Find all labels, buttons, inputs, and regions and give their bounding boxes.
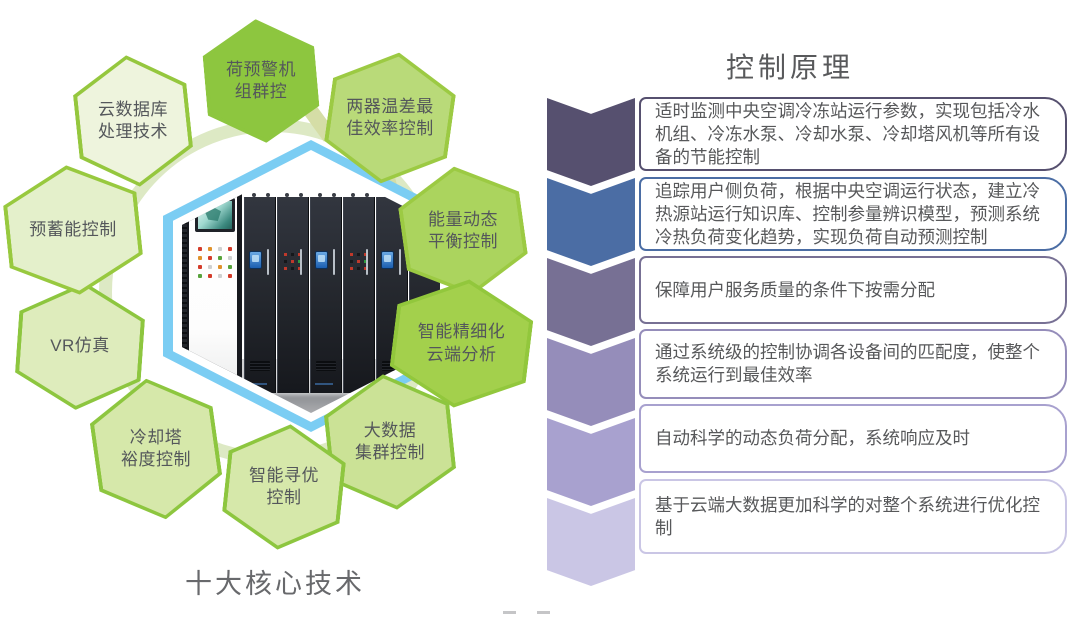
chevron-arrow-6 <box>547 498 635 586</box>
control-cabinet <box>343 193 375 393</box>
chevron-arrow-4 <box>547 338 635 426</box>
label-line: 控制 <box>266 488 302 507</box>
step-text: 基于云端大数据更加科学的对整个系统进行优化控制 <box>655 494 1040 538</box>
label-line: 冷却塔 <box>129 427 183 447</box>
label-line: 预蓄能控制 <box>29 219 117 239</box>
label-line: 两器温差最 <box>346 96 434 116</box>
control-cabinet <box>244 193 276 393</box>
hexagon-temp-diff-efficiency-control: 两器温差最 佳效率控制 <box>328 52 452 184</box>
principle-step-3: 保障用户服务质量的条件下按需分配 <box>639 256 1067 324</box>
cabinet-screen <box>381 251 394 269</box>
label-line: VR仿真 <box>50 335 110 355</box>
control-cabinet <box>310 193 342 393</box>
label-line: 组群控 <box>234 82 288 101</box>
cabinet-vent <box>316 361 336 371</box>
step-text: 自动科学的动态负荷分配，系统响应及时 <box>655 428 970 448</box>
hexagon-label: VR仿真 <box>17 282 143 410</box>
principle-step-5: 自动科学的动态负荷分配，系统响应及时 <box>639 404 1067 473</box>
hexagon-label: 智能寻优 控制 <box>225 424 343 550</box>
step-text: 追踪用户侧负荷，根据中央空调运行状态，建立冷热源站运行知识库、控制参量辨识模型，… <box>655 180 1040 247</box>
hexagon-pre-storage-energy-control: 预蓄能控制 <box>6 165 140 295</box>
label-line: 裕度控制 <box>121 450 191 469</box>
principle-step-2: 追踪用户侧负荷，根据中央空调运行状态，建立冷热源站运行知识库、控制参量辨识模型，… <box>639 177 1067 251</box>
hexagon-energy-dynamic-balance-control: 能量动态 平衡控制 <box>402 166 524 296</box>
label-line: 云端分析 <box>426 344 497 364</box>
hexagon-label: 能量动态 平衡控制 <box>402 166 524 296</box>
indicator-lights <box>350 253 353 256</box>
principle-step-4: 通过系统级的控制协调各设备间的匹配度，使整个系统运行到最佳效率 <box>639 329 1067 399</box>
cabinet-label <box>249 383 267 385</box>
chevron-arrow-1 <box>547 98 635 186</box>
cabinet-buttons <box>198 247 202 251</box>
hexagon-vr-simulation: VR仿真 <box>17 282 143 410</box>
cabinet-handle <box>300 249 302 275</box>
control-principle-title: 控制原理 <box>725 52 854 83</box>
hexagon-label: 荷预警机 组群控 <box>205 19 317 143</box>
label-line: 大数据 <box>363 420 417 440</box>
label-line: 平衡控制 <box>428 232 498 251</box>
hexagon-cloud-database-processing: 云数据库 处理技术 <box>76 55 190 187</box>
hexagon-big-data-cluster-control: 大数据 集群控制 <box>327 374 453 510</box>
hexagon-intelligent-optimization-control: 智能寻优 控制 <box>225 424 343 550</box>
step-text: 保障用户服务质量的条件下按需分配 <box>655 279 935 300</box>
label-line: 智能精细化 <box>417 322 506 342</box>
chevron-arrow-3 <box>547 258 635 346</box>
label-line: 集群控制 <box>355 443 425 462</box>
control-cabinet <box>277 193 309 393</box>
principle-step-1: 适时监测中央空调冷冻站运行参数，实现包括冷水机组、冷冻水泵、冷却水泵、冷却塔风机… <box>639 97 1067 171</box>
cabinet-label <box>315 383 333 385</box>
hexagon-label: 智能精细化 云端分析 <box>393 279 530 408</box>
hexagon-label: 大数据 集群控制 <box>327 374 453 510</box>
principle-step-6: 基于云端大数据更加科学的对整个系统进行优化控制 <box>639 479 1067 554</box>
left-diagram-title: 十大核心技术 <box>185 569 365 599</box>
chevron-arrow-5 <box>547 418 635 506</box>
hexagon-label: 预蓄能控制 <box>6 165 140 295</box>
hexagon-label: 两器温差最 佳效率控制 <box>328 52 452 184</box>
hexagon-load-warning-cluster-control: 荷预警机 组群控 <box>205 19 317 143</box>
label-line: 处理技术 <box>98 122 168 141</box>
step-text: 适时监测中央空调冷冻站运行参数，实现包括冷水机组、冷冻水泵、冷却水泵、冷却塔风机… <box>655 100 1040 167</box>
cabinet-handle <box>267 249 269 275</box>
cabinet-screen <box>249 251 262 269</box>
label-line: 能量动态 <box>428 209 498 229</box>
cabinet-vent <box>250 361 270 371</box>
label-line: 佳效率控制 <box>346 119 434 138</box>
indicator-lights <box>284 253 287 256</box>
label-line: 云数据库 <box>98 99 168 119</box>
cabinet-handle <box>399 249 401 275</box>
cabinet-handle <box>333 249 335 275</box>
step-text: 通过系统级的控制协调各设备间的匹配度，使整个系统运行到最佳效率 <box>655 342 1040 385</box>
label-line: 智能寻优 <box>249 465 319 485</box>
label-line: 荷预警机 <box>226 59 296 79</box>
cabinet-handle <box>366 249 368 275</box>
hexagon-intelligent-refined-cloud-analysis: 智能精细化 云端分析 <box>393 279 530 408</box>
center-hexagon-frame <box>163 140 459 432</box>
chevron-arrow-2 <box>547 178 635 266</box>
hexagon-cooling-tower-margin-control: 冷却塔 裕度控制 <box>94 378 218 520</box>
cabinet-vent <box>182 189 187 389</box>
hexagon-label: 云数据库 处理技术 <box>76 55 190 187</box>
hexagon-label: 冷却塔 裕度控制 <box>94 378 218 520</box>
page-number-partial <box>503 611 563 615</box>
cabinet-screen <box>315 251 328 269</box>
